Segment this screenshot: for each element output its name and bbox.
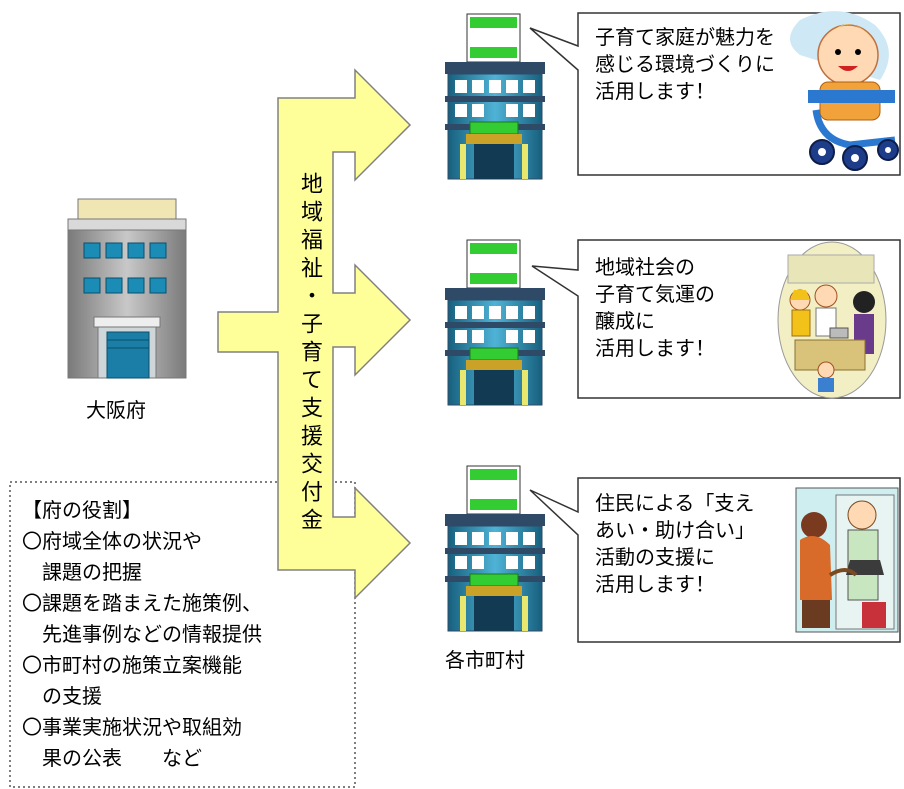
- municipal-building-icon: [444, 239, 546, 406]
- roles-item: 〇府域全体の状況や: [22, 529, 202, 553]
- bubble-line: 活用します！: [595, 572, 715, 596]
- roles-item: 〇市町村の施策立案機能: [22, 653, 242, 677]
- community-scene-icon: [777, 241, 887, 399]
- bubble-line: あい・助け合い」: [595, 518, 755, 542]
- roles-item: 〇事業実施状況や取組効: [22, 715, 242, 739]
- grant-arrow: [217, 68, 412, 600]
- bubble-line: 子育て家庭が魅力を: [595, 25, 775, 49]
- roles-item: 課題の把握: [22, 560, 142, 584]
- bubble-line: 活用します！: [595, 336, 715, 360]
- bubble-line: 醸成に: [595, 309, 655, 333]
- municipal-building-icon: [445, 13, 545, 180]
- bubble-3-text: 住民による「支え あい・助け合い」 活動の支援に 活用します！: [595, 490, 755, 598]
- bubble-1-text: 子育て家庭が魅力を 感じる環境づくりに 活用します！: [595, 24, 775, 105]
- roles-text: 【府の役割】 〇府域全体の状況や 課題の把握 〇課題を踏まえた施策例、 先進事例…: [22, 495, 262, 774]
- bubble-line: 活用します！: [595, 79, 715, 103]
- bubble-line: 住民による「支え: [595, 491, 755, 515]
- bubble-line: 子育て気運の: [595, 282, 715, 306]
- roles-title: 【府の役割】: [22, 498, 142, 522]
- bubble-line: 地域社会の: [595, 255, 695, 279]
- prefecture-building-icon: [67, 198, 187, 379]
- roles-item: 先進事例などの情報提供: [22, 622, 262, 646]
- bubble-line: 活動の支援に: [595, 545, 715, 569]
- municipalities-label: 各市町村: [445, 648, 525, 672]
- bubble-2-text: 地域社会の 子育て気運の 醸成に 活用します！: [595, 254, 715, 362]
- prefecture-label: 大阪府: [86, 398, 146, 422]
- grant-label: 地域福祉・子育て支援交付金: [297, 172, 322, 536]
- roles-item: 果の公表 など: [22, 746, 202, 770]
- roles-item: 〇課題を踏まえた施策例、: [22, 591, 262, 615]
- roles-item: の支援: [22, 684, 102, 708]
- neighbor-support-icon: [795, 487, 899, 633]
- baby-stroller-icon: [790, 11, 899, 171]
- bubble-line: 感じる環境づくりに: [595, 52, 775, 76]
